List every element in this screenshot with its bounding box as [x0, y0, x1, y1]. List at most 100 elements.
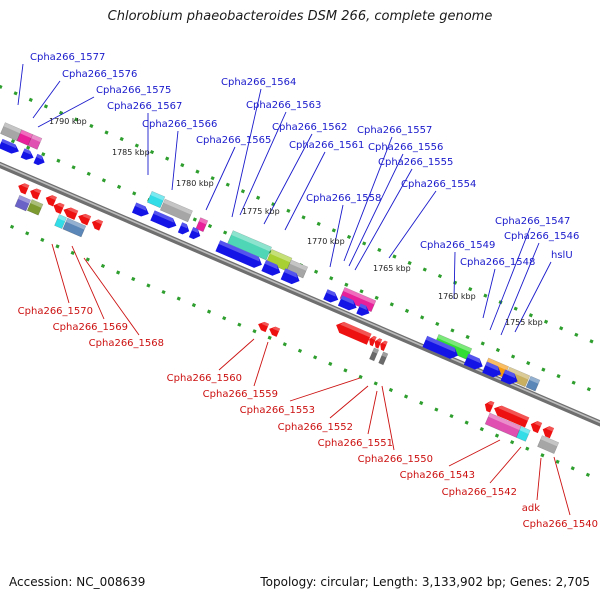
gene-arrow [269, 326, 281, 337]
tick-dot [210, 176, 215, 181]
tick-dot [373, 381, 378, 386]
forward-gene-label-leader [171, 130, 179, 191]
tick-dot [70, 250, 75, 256]
tick-dot [301, 215, 306, 220]
reverse-gene-label-leader [51, 243, 70, 304]
gene-box-shine [372, 347, 379, 354]
gene-arrow-shine [264, 260, 278, 270]
gene-arrow-body [422, 335, 458, 359]
reverse-gene-label-leader [218, 338, 255, 371]
forward-gene-label: Cpha266_1549 [420, 240, 495, 251]
gene-box-shine [31, 134, 42, 143]
tick-dot [161, 289, 166, 295]
forward-gene-label-leader [284, 151, 326, 231]
tick-dot [571, 380, 576, 385]
tick-dot [362, 241, 367, 246]
gene-box [525, 375, 541, 392]
tick-dot [13, 91, 18, 96]
forward-gene-label: Cpha266_1554 [401, 179, 476, 190]
tick-dot [450, 328, 455, 333]
gene-arrow-body [369, 335, 377, 347]
gene-box-shine [30, 199, 43, 208]
gene-box-body [16, 129, 34, 146]
gene-arrow-body [500, 369, 518, 385]
gene-arrow-body [258, 321, 270, 333]
tick-dot [392, 254, 397, 259]
reverse-gene-label: Cpha266_1542 [442, 487, 517, 498]
gene-arrow-body [463, 353, 483, 370]
gene-box-shine [231, 230, 272, 252]
tick-dot [559, 326, 564, 331]
accession-text: Accession: NC_008639 [9, 575, 146, 589]
reverse-gene-label-leader [367, 390, 378, 435]
gene-arrow [18, 183, 30, 195]
forward-gene-label: Cpha266_1563 [246, 100, 321, 111]
reverse-gene-label: Cpha266_1550 [358, 454, 433, 465]
gene-arrow-body [482, 361, 502, 378]
gene-arrow-shine [261, 321, 270, 327]
tick-dot [589, 339, 594, 344]
tick-dot [359, 289, 364, 294]
gene-box-body [146, 190, 166, 209]
tick-dot [71, 165, 76, 170]
reverse-gene-label-leader [83, 257, 140, 336]
gene-arrow [177, 222, 190, 235]
tick-dot [420, 315, 425, 320]
tick-dot [101, 178, 107, 183]
gene-arrow [53, 202, 65, 214]
reverse-gene-label-leader [329, 385, 369, 419]
tick-dot [543, 319, 549, 324]
gene-arrow-shine [503, 369, 516, 379]
gene-box [516, 426, 531, 442]
gene-arrow-shine [180, 222, 188, 229]
tick-dot [146, 283, 151, 288]
gene-arrow [258, 321, 270, 333]
reverse-gene-label-leader [289, 377, 361, 402]
gene-box-shine [488, 412, 522, 431]
gene-arrow [369, 335, 377, 347]
tick-dot [240, 189, 246, 194]
tick-dot [225, 182, 230, 187]
gene-box-shine [18, 195, 31, 204]
reverse-gene-label-leader [71, 245, 105, 320]
tick-dot [55, 244, 60, 249]
gene-arrow [530, 421, 543, 434]
forward-gene-label: Cpha266_1555 [378, 157, 453, 168]
tick-dot [464, 420, 469, 425]
tick-dot [207, 223, 213, 229]
tick-dot [28, 97, 33, 102]
gene-box [537, 435, 560, 455]
gene-arrow [78, 213, 92, 226]
tick-dot [346, 234, 352, 240]
gene-box [378, 351, 389, 366]
gene-box-body [537, 435, 560, 455]
gene-arrow-body [45, 195, 57, 207]
tick-dot [104, 130, 109, 135]
tick-dot [377, 247, 382, 253]
tick-dot [407, 260, 412, 266]
gene-arrow [323, 289, 339, 303]
gene-box-body [484, 412, 522, 438]
gene-arrow-body [530, 421, 543, 434]
tick-dot [526, 360, 531, 366]
tick-dot [255, 195, 261, 200]
gene-arrow-shine [371, 335, 377, 341]
gene-box-body [26, 199, 44, 216]
gene-arrow [131, 202, 149, 217]
gene-box-shine [198, 217, 208, 225]
forward-gene-label-leader [453, 251, 456, 300]
tick-dot [483, 293, 488, 298]
gene-arrow-shine [382, 340, 388, 345]
tick-dot [437, 273, 443, 279]
gene-arrow-shine [95, 219, 104, 225]
tick-dot [74, 117, 79, 122]
tick-dot [40, 237, 45, 242]
tick-dot [223, 230, 228, 235]
gene-arrow-body [494, 405, 530, 428]
tick-dot [570, 466, 575, 471]
genome-backbone-highlight [0, 163, 600, 424]
tick-dot [480, 341, 485, 346]
tick-dot [328, 361, 333, 366]
gene-arrow-shine [23, 148, 31, 155]
